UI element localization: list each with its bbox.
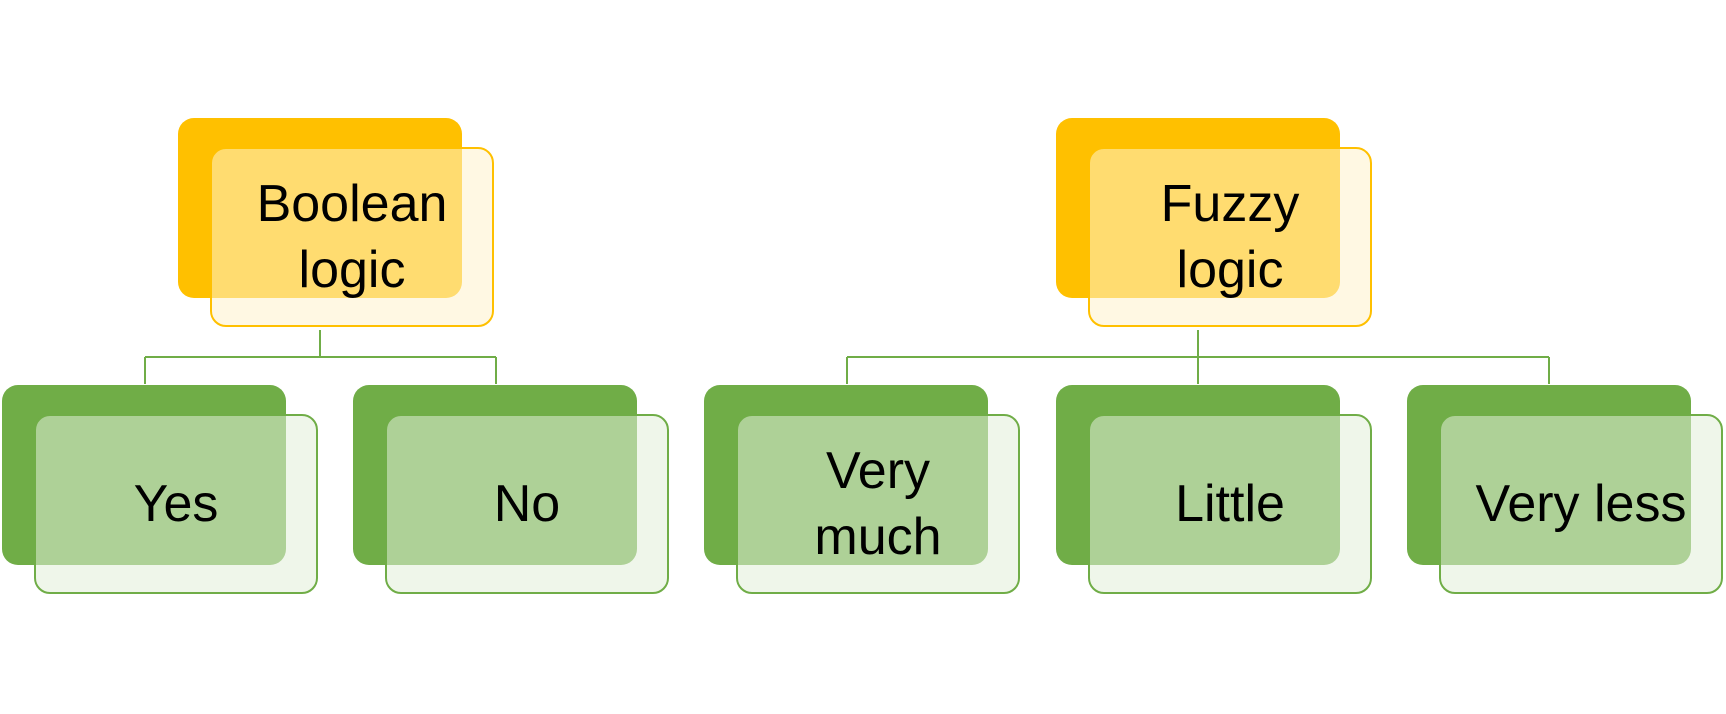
node-label: Very much <box>736 414 1020 594</box>
node-label: Little <box>1088 414 1372 594</box>
node-label: Very less <box>1439 414 1723 594</box>
node-label: Fuzzy logic <box>1088 147 1372 327</box>
node-label: Boolean logic <box>210 147 494 327</box>
node-label: No <box>385 414 669 594</box>
node-label: Yes <box>34 414 318 594</box>
